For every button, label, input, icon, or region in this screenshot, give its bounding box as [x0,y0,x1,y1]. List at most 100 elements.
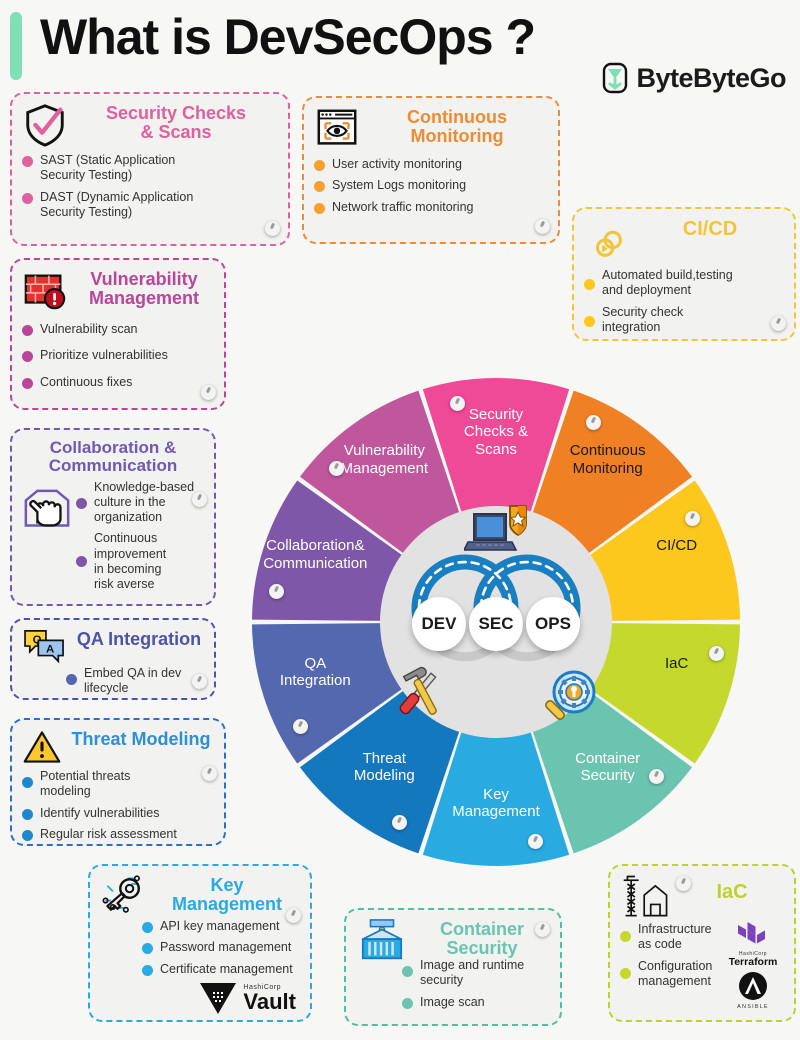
card-bullet-list: Potential threats modeling Identify vuln… [22,769,214,842]
iac-vendor-logos: HashiCorp Terraform ANSIBLE [722,922,784,1010]
card-collaboration-communication[interactable]: Collaboration & Communication Knowledge-… [10,428,216,606]
bullet-text: SAST (Static Application Security Testin… [40,153,176,183]
bullet-item: Continuous improvement in becoming risk … [76,531,204,592]
wheel-pin-marker [648,768,664,784]
bullet-text: Infrastructure as code [638,922,712,952]
bullet-dot [22,777,33,788]
bullet-text: Password management [160,940,292,955]
bullet-dot [22,156,33,167]
hub-circle-dev[interactable]: DEV [412,597,466,651]
card-continuous-monitoring[interactable]: Continuous Monitoring User activity moni… [302,96,560,244]
card-threat-modeling[interactable]: Threat Modeling Potential threats modeli… [10,718,226,846]
wheel-pin-marker [293,719,309,735]
card-key-management[interactable]: Key Management API key management Passwo… [88,864,312,1022]
card-title: QA Integration [76,629,202,649]
bullet-dot [142,922,153,933]
bullet-text: API key management [160,919,280,933]
bullet-item: Configuration management [620,959,720,990]
bullet-item: SAST (Static Application Security Testin… [22,153,278,184]
bytebytego-mark-icon [603,62,628,94]
card-ci-cd[interactable]: CI/CD Automated build,testing and deploy… [572,207,796,341]
wheel-segment[interactable] [299,688,461,854]
card-security-checks-scans[interactable]: Security Checks & Scans SAST (Static App… [10,92,290,246]
wheel-pin-marker [708,645,724,661]
ansible-vendor-name: ANSIBLE [737,1003,769,1010]
bullet-item: Potential threats modeling [22,769,214,800]
pin-marker [201,385,216,400]
pin-marker [265,221,280,236]
bullet-dot [76,497,87,509]
wheel-segment[interactable] [422,728,570,866]
wheel-segment[interactable] [587,623,740,764]
ansible-logo-icon [739,971,767,1000]
card-bullet-list: Embed QA in dev lifecycle [22,666,204,697]
hub-circle-sec[interactable]: SEC [469,597,523,651]
bullet-dot [22,325,33,336]
card-bullet-list: API key management Password management C… [100,919,300,977]
wheel-pin-marker [586,415,602,431]
card-header: Vulnerability Management [22,268,214,314]
bullet-item: User activity monitoring [314,157,548,172]
bytebytego-wordmark: ByteByteGo [636,62,786,93]
svg-text:Q: Q [33,634,42,646]
wheel-segment[interactable] [531,688,693,854]
bullet-text: Configuration management [638,958,713,988]
card-bullet-list: User activity monitoring System Logs mon… [314,157,548,215]
wheel-pin-marker [269,584,285,600]
bullet-text: Regular risk assessment [40,826,177,841]
bullet-dot [402,966,413,977]
bullet-item: Image and runtime security [402,958,550,989]
bullet-text: Potential threats modeling [40,769,131,799]
card-title: Collaboration & Communication [48,438,178,476]
terraform-wordmark: HashiCorp Terraform [729,951,778,968]
card-container-security[interactable]: Container Security Image and runtime sec… [344,908,562,1026]
vault-logo-icon [200,983,237,1014]
key-circuit-icon [102,875,140,913]
card-qa-integration[interactable]: Q A QA Integration Embed QA in dev lifec… [10,618,216,700]
bullet-item: Embed QA in dev lifecycle [66,666,204,697]
bullet-text: User activity monitoring [332,157,462,171]
wheel-pin-marker [329,461,345,476]
card-bullet-list: Knowledge-based culture in the organizat… [76,480,204,599]
bullet-dot [142,964,153,976]
wheel-segment[interactable] [587,480,740,621]
vault-vendor-logo: HashiCorp Vault [198,981,296,1015]
bullet-item: Security check integration [584,305,784,336]
monitor-eye-icon [317,109,357,145]
card-body: Infrastructure as code Configuration man… [620,922,784,1010]
bullet-text: Vulnerability scan [40,322,138,336]
bullet-item: Knowledge-based culture in the organizat… [76,480,204,526]
bullet-item: Certificate management [142,962,300,977]
bullet-item: Password management [142,940,300,955]
pin-marker [535,922,550,937]
crane-house-icon [623,875,668,917]
qa-chat-bubbles-icon: Q A [24,629,64,664]
bullet-dot [584,315,595,327]
bullet-item: Vulnerability scan [22,322,214,337]
bullet-item: Identify vulnerabilities [22,806,214,821]
card-bullet-list: Automated build,testing and deployment S… [584,268,784,335]
card-header: IaC [620,874,784,920]
bullet-text: Continuous improvement in becoming risk … [94,531,167,592]
vault-vendor-name: Vault [243,988,296,1014]
wheel-segment[interactable] [252,480,405,621]
card-header: Continuous Monitoring [314,106,548,152]
hub-circle-ops[interactable]: OPS [526,597,580,651]
card-header: Container Security [356,918,550,966]
wheel-segment[interactable] [531,390,693,556]
bullet-item: System Logs monitoring [314,178,548,193]
bullet-item: Prioritize vulnerabilities [22,348,214,363]
card-vulnerability-management[interactable]: Vulnerability Management Vulnerability s… [10,258,226,410]
card-iac[interactable]: IaC Infrastructure as code Configuration… [608,864,796,1022]
wheel-segment[interactable] [299,390,461,556]
wheel-segment[interactable] [252,623,405,764]
warning-triangle-icon [23,731,61,763]
bullet-text: Network traffic monitoring [332,199,474,214]
wheel-segment[interactable] [422,378,570,516]
bullet-item: Automated build,testing and deployment [584,268,784,299]
bullet-item: Image scan [402,995,550,1010]
wheel-svg [252,378,740,866]
page-title: What is DevSecOps ? [40,9,536,65]
card-header: Q A QA Integration [22,628,204,666]
